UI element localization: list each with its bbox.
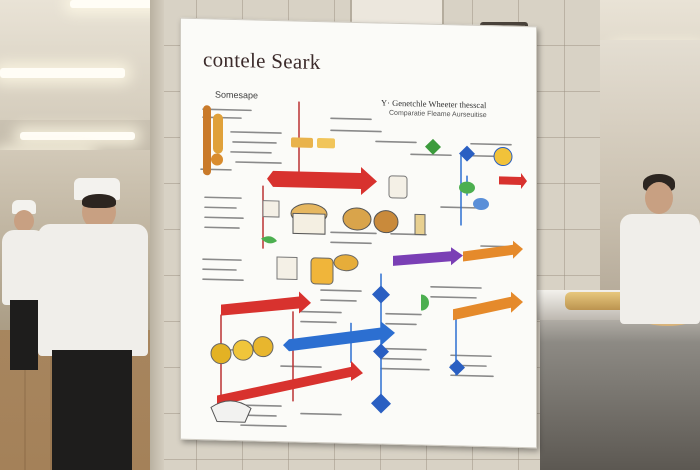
arrow-blue-mid <box>283 321 395 352</box>
chef-background-right <box>615 172 700 332</box>
diamond-blue-low <box>373 343 389 360</box>
arrow-orange-right <box>463 240 523 262</box>
diamond-blue-top <box>459 145 475 162</box>
arrow-orange-lower <box>453 291 523 321</box>
food-tray <box>565 292 635 310</box>
ceiling-light <box>70 0 165 8</box>
arrow-red-top <box>267 167 377 196</box>
arrow-red-left <box>221 291 311 316</box>
food-illustrations <box>203 105 513 423</box>
diamond-blue-right <box>449 359 465 376</box>
blue-oval <box>473 197 489 210</box>
diamond-green-top <box>425 138 441 155</box>
wall-column-edge <box>150 0 164 470</box>
green-half-circle <box>421 294 429 311</box>
ceiling-light <box>0 68 125 78</box>
flowchart-poster: contele Seark Somesape Y· Genetchle Whee… <box>180 17 537 449</box>
arrow-red-bottom <box>217 360 363 406</box>
steel-counter <box>540 300 700 470</box>
flowchart-diagram <box>200 101 527 428</box>
green-oval <box>459 181 475 194</box>
ceiling-light <box>20 132 135 140</box>
chef-foreground <box>38 178 153 470</box>
diamond-blue-mid <box>372 285 390 304</box>
green-leaf <box>261 236 277 244</box>
diamond-blue-bottom <box>371 393 391 414</box>
arrow-red-small <box>499 172 527 189</box>
arrow-purple <box>393 247 463 266</box>
